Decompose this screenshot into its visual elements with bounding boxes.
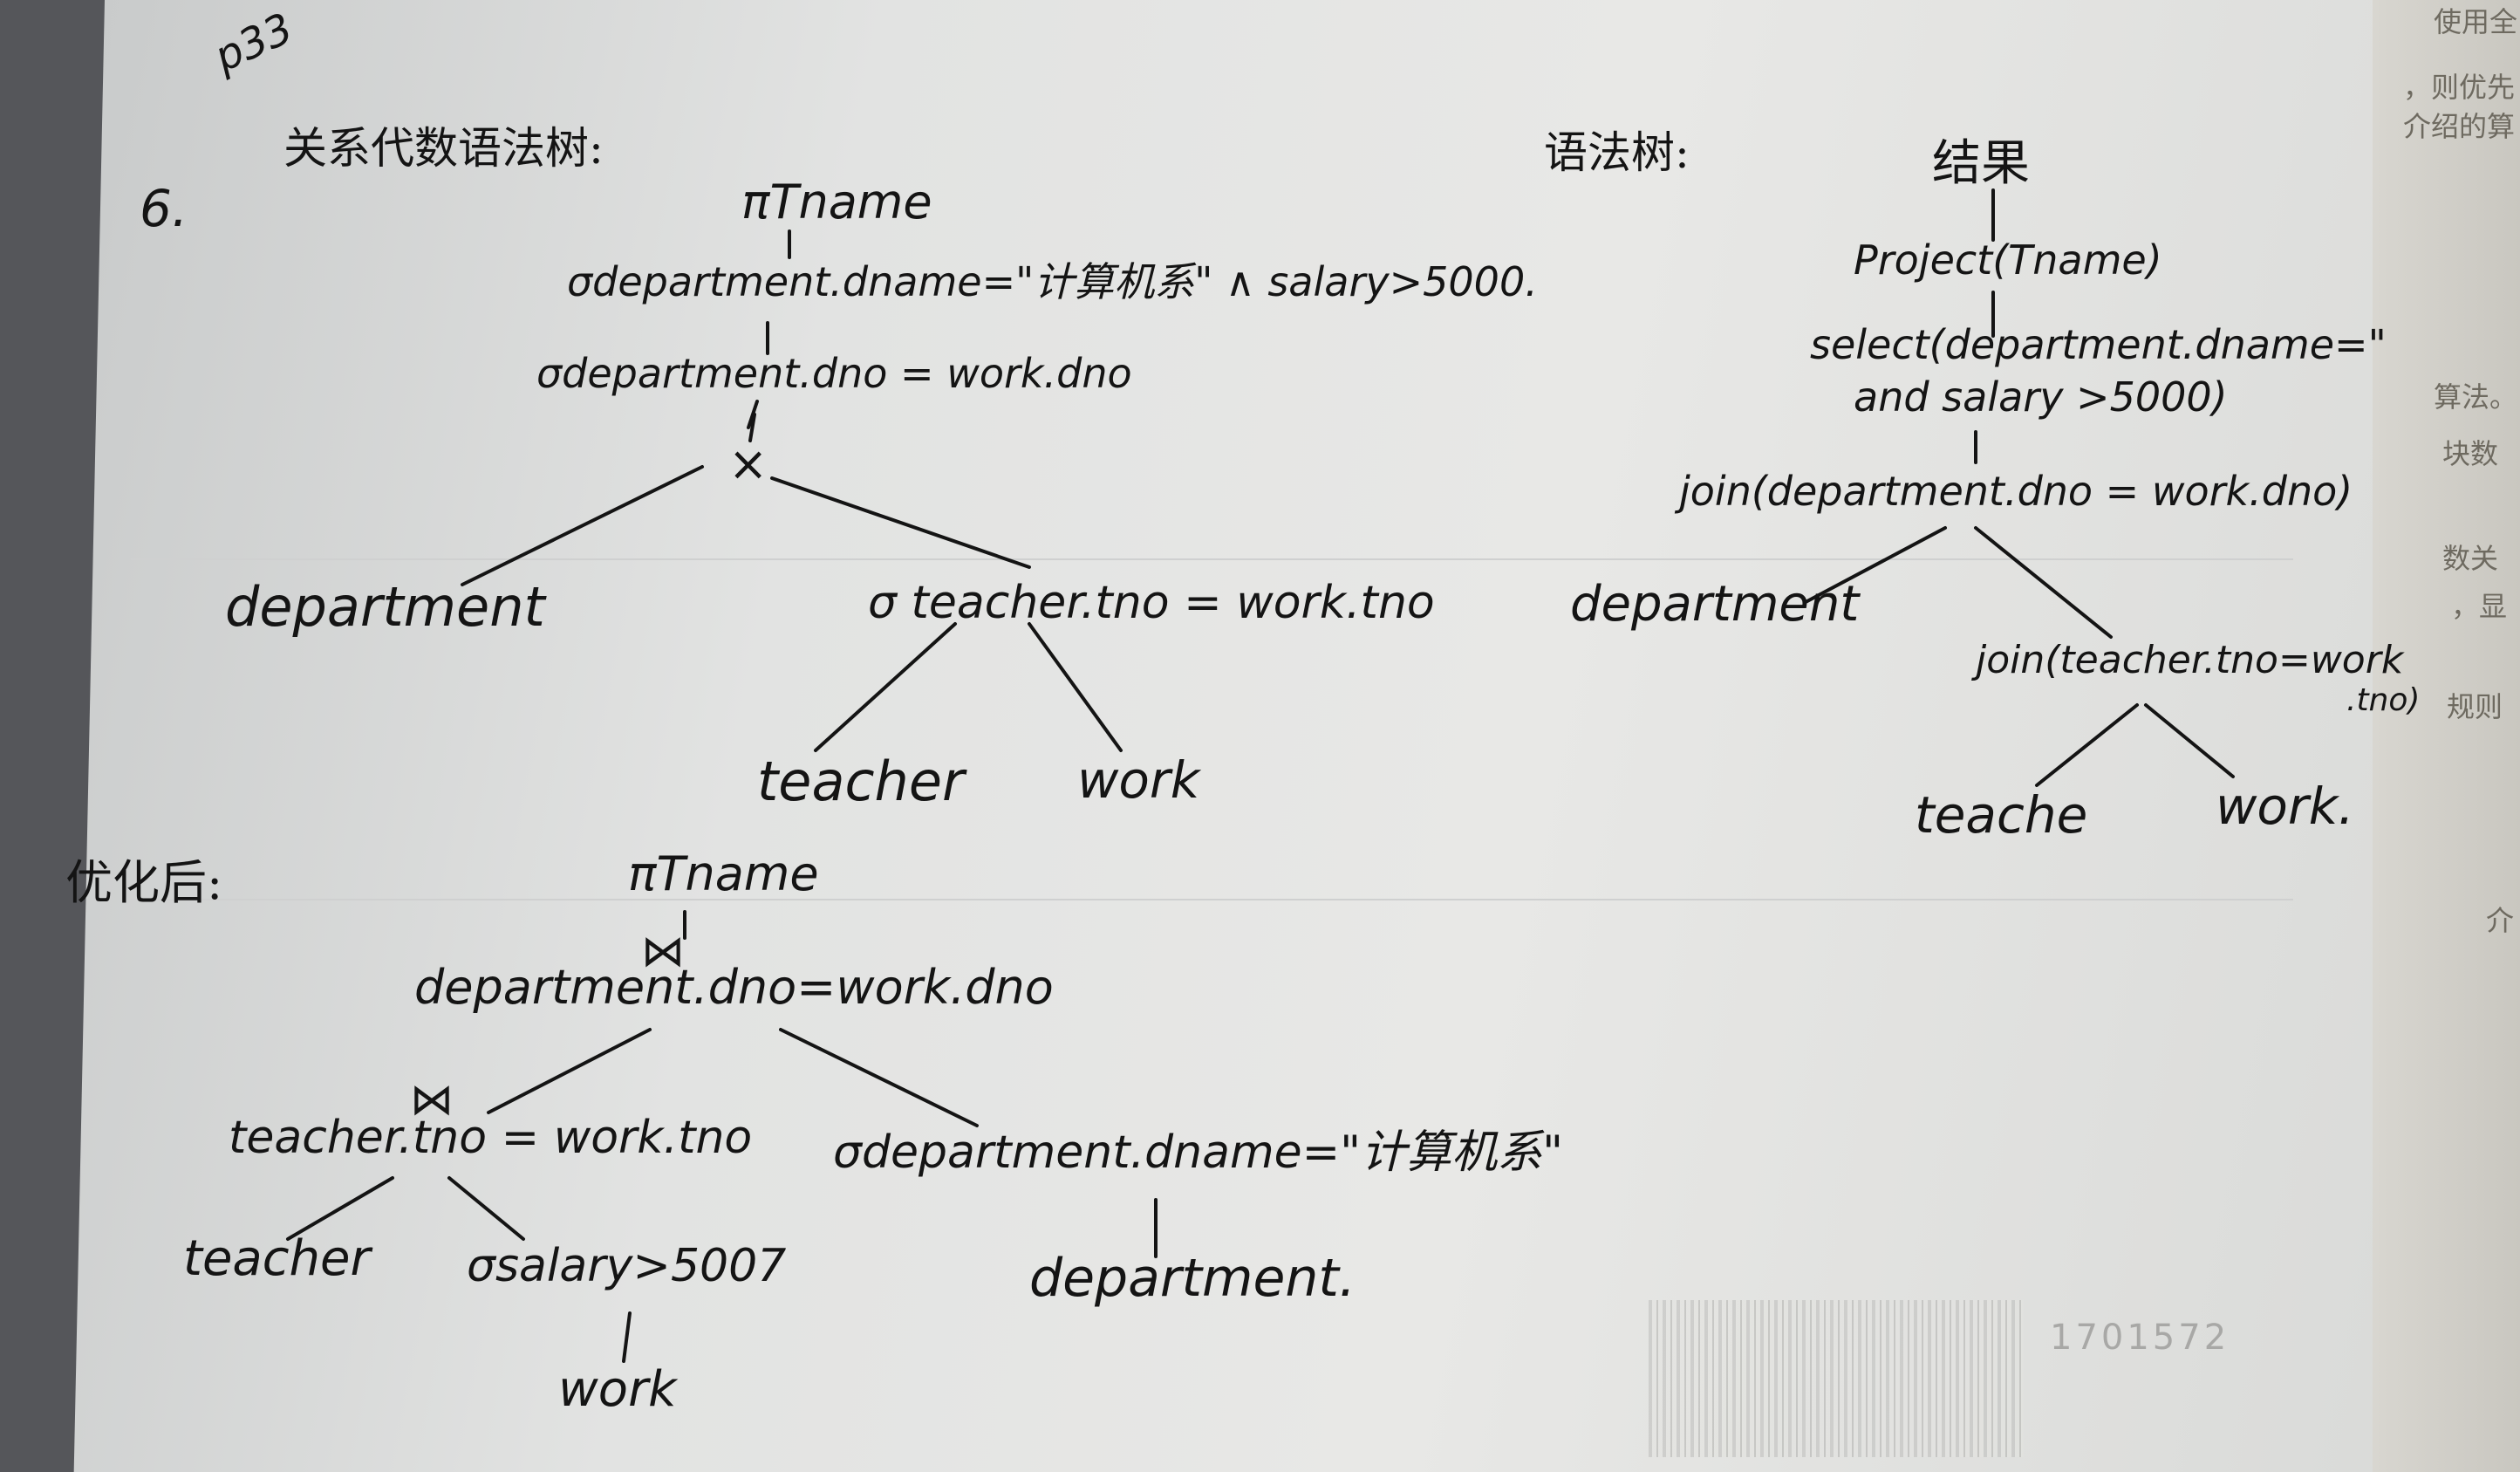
optimized-leaf-work: work — [558, 1361, 677, 1418]
left-select-tno: σ teacher.tno = work.tno — [868, 577, 1435, 629]
optimized-select-dname: σdepartment.dname="计算机系" — [833, 1126, 1564, 1179]
right-leaf-department: department — [1570, 576, 1860, 633]
right-leaf-work: work. — [2216, 777, 2354, 836]
page-rule — [131, 899, 2293, 900]
optimized-leaf-teacher: teacher — [183, 1230, 371, 1287]
page-rule — [131, 558, 2293, 560]
optimized-join-tno: teacher.tno = work.tno — [229, 1112, 753, 1164]
left-select-dno: σdepartment.dno = work.dno — [536, 350, 1132, 397]
right-tree-root: 结果 — [1932, 135, 2030, 192]
bg-text: 块数 — [2442, 437, 2499, 470]
bg-text: 介 — [2486, 904, 2515, 937]
right-join-dno: join(department.dno = work.dno) — [1679, 468, 2353, 515]
optimized-join-dno: department.dno=work.dno — [414, 960, 1054, 1015]
left-leaf-work: work — [1077, 750, 1200, 810]
optimized-root: πTname — [628, 846, 819, 901]
join-symbol-icon: ⋈ — [641, 926, 685, 976]
barcode-image — [1649, 1300, 2024, 1457]
join-symbol-icon: ⋈ — [410, 1074, 454, 1125]
bg-text: 算法。 — [2434, 380, 2518, 414]
right-select-line2: and salary >5000) — [1854, 373, 2228, 421]
left-leaf-teacher: teacher — [757, 750, 965, 813]
bg-text: 数关 — [2442, 542, 2499, 575]
barcode-number: 1701572 — [2050, 1318, 2230, 1358]
left-tree-heading: 关系代数语法树: — [283, 123, 604, 174]
left-leaf-department: department — [225, 575, 545, 639]
left-tree-root: πTname — [741, 175, 932, 229]
right-leaf-teacher: teache — [1915, 785, 2088, 845]
bg-text: 使用全 — [2434, 5, 2518, 38]
right-tree-heading: 语法树: — [1544, 127, 1690, 178]
right-select-line1: select(department.dname=" — [1810, 321, 2387, 368]
bg-text: ，显 — [2451, 590, 2508, 623]
right-project: Project(Tname) — [1854, 236, 2162, 284]
right-join-tno-line1: join(teacher.tno=work — [1976, 638, 2404, 682]
left-product: × — [728, 436, 768, 491]
bg-text: 介绍的算 — [2403, 110, 2516, 143]
question-number: 6. — [140, 179, 188, 238]
bg-text: 规则 — [2447, 690, 2503, 723]
right-join-tno-line2: .tno) — [2346, 682, 2421, 718]
left-select-dname-salary: σdepartment.dname="计算机系" ∧ salary>5000. — [567, 258, 1538, 305]
bg-text: ，则优先 — [2403, 71, 2516, 104]
optimized-leaf-department: department. — [1029, 1248, 1356, 1309]
underlying-book-page — [2373, 0, 2520, 1472]
optimized-select-salary: σsalary>5007 — [467, 1240, 787, 1292]
optimized-tree-heading: 优化后: — [65, 855, 223, 910]
